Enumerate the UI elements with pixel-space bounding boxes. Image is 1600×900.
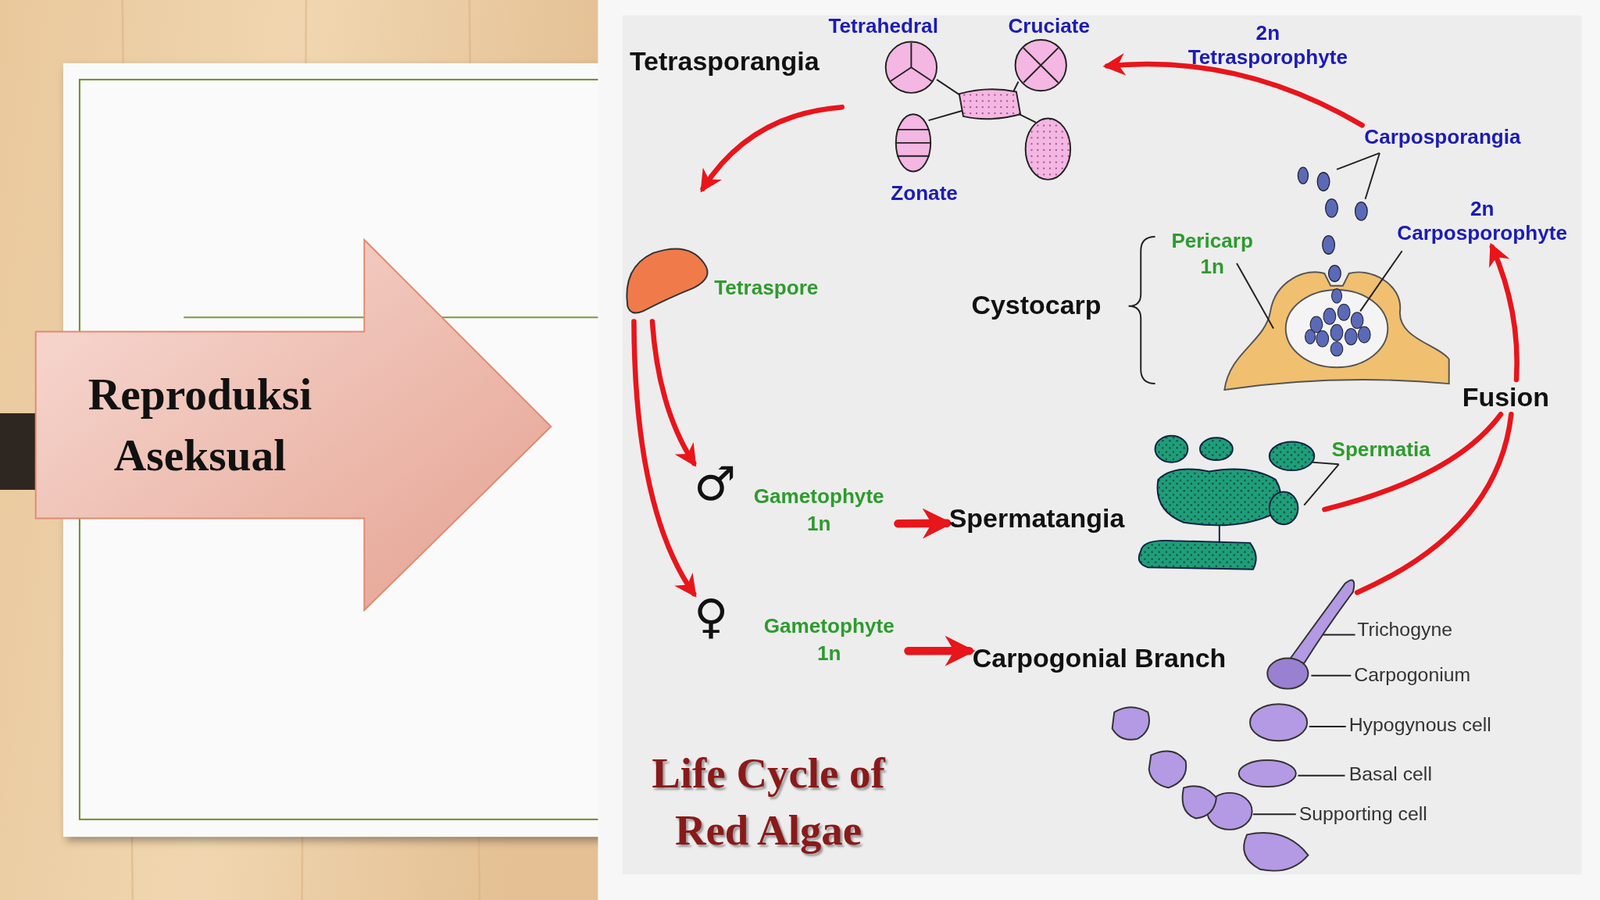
cycle-arrow (652, 321, 694, 464)
spermatangia-art (1139, 435, 1315, 570)
part-label: Spermatia (1331, 435, 1430, 464)
sex-symbol: ♀ (693, 587, 729, 645)
stage-label: Spermatangia (946, 433, 1325, 572)
cycle-arrow (633, 321, 694, 594)
cystocarp-art (1224, 271, 1449, 390)
part-label: Basal cell (1349, 763, 1433, 786)
part-label: Trichogyne (1357, 618, 1453, 642)
tetraspore-art (626, 248, 708, 313)
node-text: Tetraspore (714, 274, 818, 302)
node-text: Carpogonial Branch (972, 642, 1227, 674)
cycle-arrow (897, 518, 947, 528)
part-label: Pericarp 1n (1160, 228, 1264, 280)
stage-label: 2n Carposporophyte (1382, 193, 1583, 247)
node-text: Fusion (1462, 381, 1550, 412)
cycle-arrow (703, 107, 843, 189)
tetrasporangia-art (885, 39, 1071, 180)
cycle-arrow (1492, 246, 1518, 380)
stage-label: Tetraspore (622, 189, 853, 322)
part-label: Cruciate (1007, 13, 1090, 38)
stage-label: Fusion (1459, 379, 1564, 415)
node-text: Carposporangia (1364, 124, 1521, 149)
stage-label: Carpogonial Branch (969, 571, 1358, 872)
cycle-arrow (1324, 414, 1501, 510)
part-label: Supporting cell (1299, 803, 1428, 826)
edge-label: 2n Tetrasporophyte (1173, 20, 1363, 70)
diagram-frame (597, 0, 1600, 900)
dark-tab (0, 413, 36, 490)
node-text: Reproduksi Aseksual (35, 331, 365, 518)
node-text: Tetrasporangia (629, 46, 820, 77)
stage-label: Carposporangia (1362, 120, 1547, 154)
node-text: Gametophyte 1n (739, 482, 898, 539)
cycle-arrow (1107, 64, 1363, 125)
diagram-title: Life Cycle of Red Algae (620, 744, 917, 859)
diagram-background (622, 15, 1583, 875)
stage-label: Tetrasporangia (627, 40, 1108, 108)
stage-label: ♀Gametophyte 1n (693, 593, 908, 675)
part-label: Carpogonium (1353, 664, 1471, 687)
cycle-arrow (907, 646, 969, 656)
sex-symbol: ♂ (693, 455, 736, 513)
carpospores-art (1297, 167, 1368, 282)
stage-label: ♂Gametophyte 1n (693, 459, 898, 541)
part-label: Cystocarp (971, 289, 1101, 321)
node-text: Gametophyte 1n (750, 612, 908, 668)
arrow-shape (35, 239, 552, 611)
cystocarp-bracket (1128, 236, 1156, 384)
part-label: Zonate (890, 180, 958, 205)
node-text: Spermatangia (949, 503, 1125, 534)
part-label: Tetrahedral (828, 13, 939, 38)
arrow-block: Reproduksi Aseksual (35, 239, 552, 611)
carpogonial-branch-art (1112, 579, 1355, 871)
part-label: Hypogynous cell (1349, 714, 1492, 737)
node-text: 2n Carposporophyte (1382, 196, 1583, 246)
